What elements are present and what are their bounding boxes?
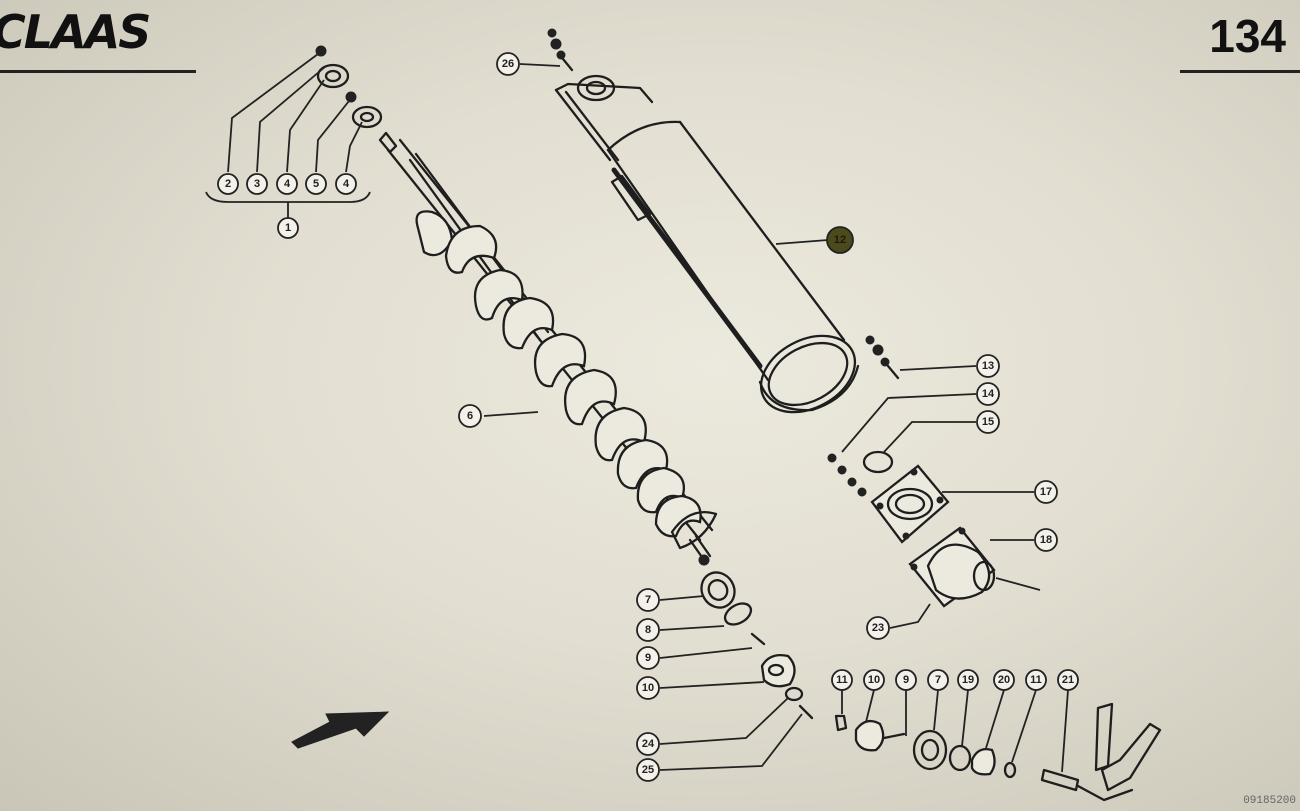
callout-2: 2 xyxy=(217,173,239,195)
svg-text:4: 4 xyxy=(284,178,291,190)
callout-4b: 4 xyxy=(335,173,357,195)
svg-text:6: 6 xyxy=(467,410,473,422)
header-rule-left xyxy=(0,70,196,73)
callout-4a: 4 xyxy=(276,173,298,195)
svg-text:24: 24 xyxy=(642,738,655,750)
svg-text:7: 7 xyxy=(935,674,941,686)
callout-11a: 11 xyxy=(831,669,853,691)
svg-text:10: 10 xyxy=(642,682,654,694)
page-number: 134 xyxy=(1209,10,1286,62)
callout-9b: 9 xyxy=(895,669,917,691)
callout-13: 13 xyxy=(976,354,1000,378)
leader-lines xyxy=(483,63,1069,773)
callout-26: 26 xyxy=(496,52,520,76)
callout-18: 18 xyxy=(1034,528,1058,552)
svg-text:9: 9 xyxy=(645,652,651,664)
callout-12: 12 xyxy=(826,226,854,254)
svg-text:26: 26 xyxy=(502,58,514,70)
drive-end-parts xyxy=(700,571,814,720)
brand-logo: CLAAS xyxy=(0,5,151,59)
callout-9a: 9 xyxy=(636,646,660,670)
callout-7b: 7 xyxy=(927,669,949,691)
callout-5: 5 xyxy=(305,173,327,195)
callout-17: 17 xyxy=(1034,480,1058,504)
svg-text:20: 20 xyxy=(998,674,1010,686)
callout-1: 1 xyxy=(277,217,299,239)
direction-arrow xyxy=(291,711,390,749)
svg-text:25: 25 xyxy=(642,764,654,776)
svg-text:14: 14 xyxy=(982,388,995,400)
svg-text:10: 10 xyxy=(868,674,880,686)
svg-text:17: 17 xyxy=(1040,486,1052,498)
callout-7a: 7 xyxy=(636,588,660,612)
svg-text:4: 4 xyxy=(343,178,350,190)
svg-text:8: 8 xyxy=(645,624,651,636)
callout-15: 15 xyxy=(976,410,1000,434)
callout-24: 24 xyxy=(636,732,660,756)
drawing-code: 09185200 xyxy=(1243,795,1296,807)
svg-text:9: 9 xyxy=(903,674,909,686)
callout-23: 23 xyxy=(866,616,890,640)
svg-text:23: 23 xyxy=(872,622,884,634)
callout-25: 25 xyxy=(636,758,660,782)
header-rule-right xyxy=(1180,70,1300,73)
svg-text:11: 11 xyxy=(836,674,848,686)
callout-20: 20 xyxy=(993,669,1015,691)
callout-10b: 10 xyxy=(863,669,885,691)
callout-8: 8 xyxy=(636,618,660,642)
callout-21: 21 xyxy=(1057,669,1079,691)
svg-text:12: 12 xyxy=(834,234,846,246)
svg-text:5: 5 xyxy=(313,178,319,190)
svg-text:13: 13 xyxy=(982,360,994,372)
callout-19: 19 xyxy=(957,669,979,691)
svg-text:11: 11 xyxy=(1030,674,1042,686)
callout-10a: 10 xyxy=(636,676,660,700)
small-parts-group xyxy=(205,45,383,218)
svg-text:21: 21 xyxy=(1062,674,1074,686)
svg-text:7: 7 xyxy=(645,594,651,606)
callout-6: 6 xyxy=(458,404,482,428)
bearing-housing-parts xyxy=(827,450,1041,608)
auger-shaft xyxy=(378,131,718,566)
svg-text:15: 15 xyxy=(982,416,994,428)
coupling-parts-row xyxy=(834,702,1162,802)
svg-text:1: 1 xyxy=(285,222,291,234)
callout-14: 14 xyxy=(976,382,1000,406)
svg-text:2: 2 xyxy=(225,178,231,190)
svg-text:18: 18 xyxy=(1040,534,1052,546)
callout-3: 3 xyxy=(246,173,268,195)
callout-11b: 11 xyxy=(1025,669,1047,691)
svg-text:3: 3 xyxy=(254,178,260,190)
svg-text:19: 19 xyxy=(962,674,974,686)
auger-tube xyxy=(547,28,900,414)
